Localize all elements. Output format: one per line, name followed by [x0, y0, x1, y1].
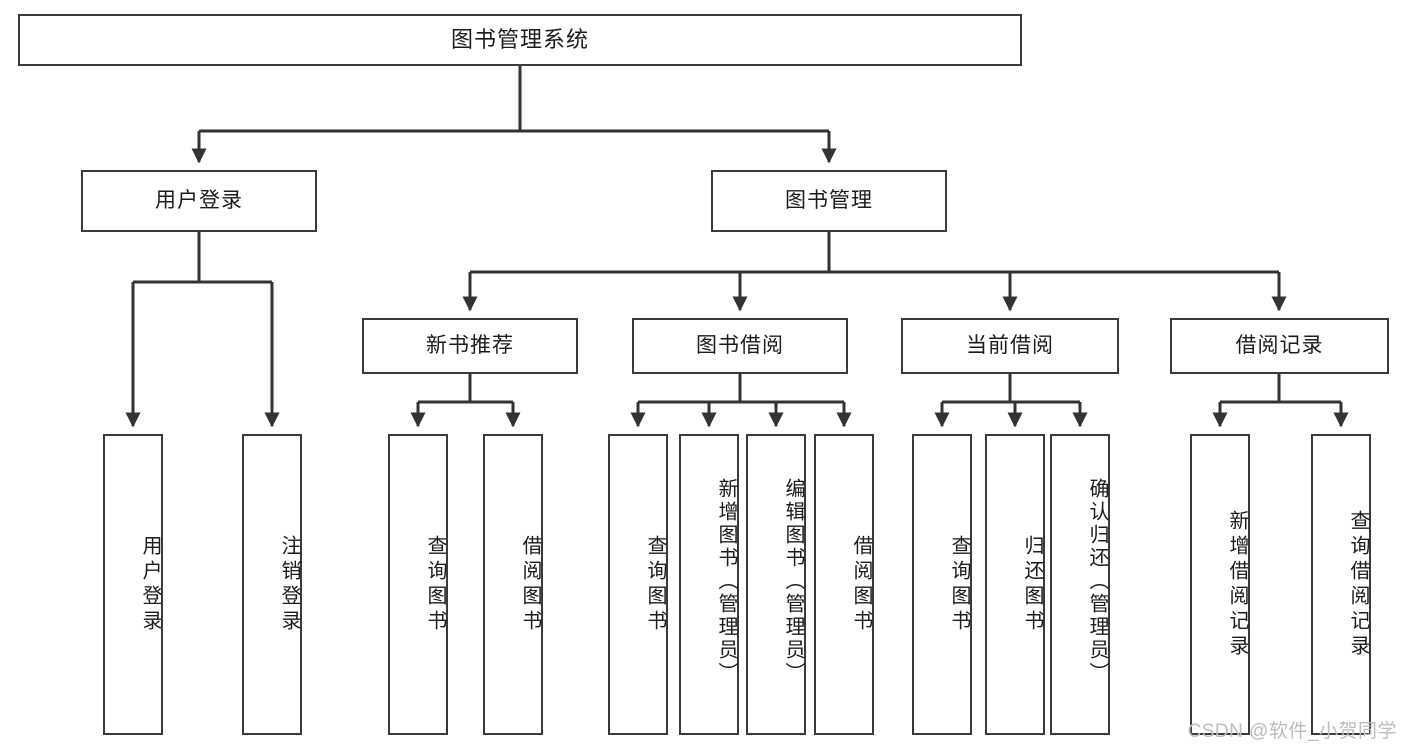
node-label: 新增图书（管理员）	[715, 478, 737, 685]
node-leaf-logout[interactable]: 注销登录	[242, 434, 302, 735]
node-user-login[interactable]: 用户登录	[81, 170, 317, 232]
node-book-borrow[interactable]: 图书借阅	[632, 318, 848, 374]
node-label: 查询图书	[424, 534, 446, 635]
node-label: 借阅图书	[850, 534, 872, 635]
node-leaf-borrow-book-1[interactable]: 借阅图书	[483, 434, 543, 735]
node-leaf-user-login[interactable]: 用户登录	[103, 434, 163, 735]
node-book-manage[interactable]: 图书管理	[711, 170, 947, 232]
node-leaf-edit-book[interactable]: 编辑图书（管理员）	[746, 434, 806, 735]
node-label: 查询借阅记录	[1347, 509, 1369, 660]
node-label: 归还图书	[1021, 534, 1043, 635]
watermark-label: CSDN @软件_小贺同学	[1187, 721, 1397, 742]
node-leaf-borrow-book-2[interactable]: 借阅图书	[814, 434, 874, 735]
node-label: 编辑图书（管理员）	[782, 478, 804, 685]
node-borrow-record[interactable]: 借阅记录	[1170, 318, 1389, 374]
node-label: 借阅记录	[1235, 333, 1324, 357]
node-label: 图书管理系统	[450, 27, 589, 53]
node-leaf-query-book-1[interactable]: 查询图书	[388, 434, 448, 735]
node-label: 注销登录	[278, 534, 300, 635]
node-label: 确认归还（管理员）	[1086, 478, 1108, 685]
node-label: 用户登录	[155, 188, 243, 212]
node-label: 查询图书	[644, 534, 666, 635]
node-root[interactable]: 图书管理系统	[18, 14, 1022, 66]
node-label: 新书推荐	[426, 333, 514, 357]
node-current-borrow[interactable]: 当前借阅	[901, 318, 1119, 374]
node-leaf-query-book-3[interactable]: 查询图书	[912, 434, 972, 735]
node-leaf-add-book[interactable]: 新增图书（管理员）	[679, 434, 739, 735]
node-leaf-query-book-2[interactable]: 查询图书	[608, 434, 668, 735]
node-label: 用户登录	[139, 534, 161, 635]
node-leaf-return-book[interactable]: 归还图书	[985, 434, 1045, 735]
node-label: 图书管理	[785, 188, 873, 212]
node-new-book-rec[interactable]: 新书推荐	[362, 318, 578, 374]
node-leaf-query-record[interactable]: 查询借阅记录	[1311, 434, 1371, 735]
node-leaf-confirm-return[interactable]: 确认归还（管理员）	[1050, 434, 1110, 735]
node-label: 借阅图书	[519, 534, 541, 635]
node-label: 查询图书	[948, 534, 970, 635]
node-label: 新增借阅记录	[1226, 509, 1248, 660]
node-leaf-add-record[interactable]: 新增借阅记录	[1190, 434, 1250, 735]
node-label: 图书借阅	[696, 333, 784, 357]
node-label: 当前借阅	[966, 333, 1054, 357]
